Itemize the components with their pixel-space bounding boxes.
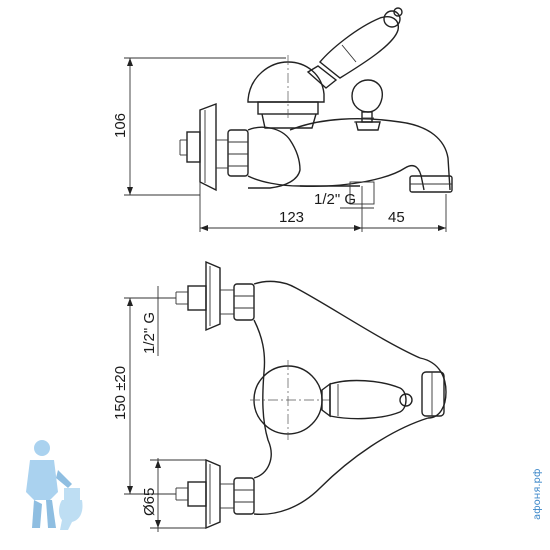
- dim-flange: Ø65: [141, 488, 158, 516]
- plumber-mascot-icon: [26, 440, 83, 530]
- dim-thread-top: 1/2" G: [314, 191, 356, 208]
- dim-centers: 150 ±20: [112, 366, 129, 420]
- watermark-text: афоня.рф: [532, 469, 543, 520]
- side-view-dimensions: [124, 57, 447, 232]
- side-view: [179, 7, 453, 193]
- dim-length: 123: [279, 209, 304, 226]
- top-view: [175, 260, 447, 530]
- dim-spout: 45: [388, 209, 405, 226]
- dim-thread-bottom: 1/2" G: [141, 312, 158, 354]
- dim-height: 106: [112, 113, 129, 138]
- top-view-dimensions: [124, 286, 206, 532]
